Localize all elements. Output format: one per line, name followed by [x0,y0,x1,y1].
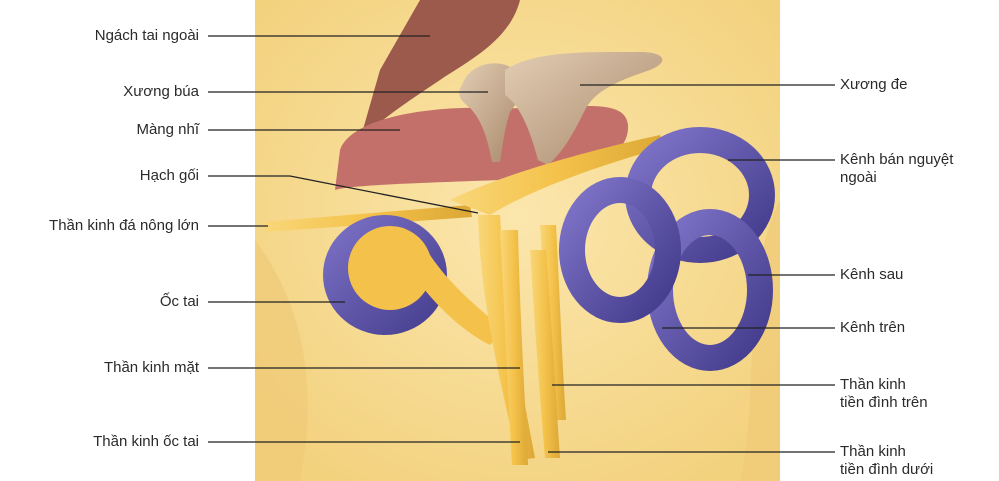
label-kenh-ban-nguyet-ngoai: Kênh bán nguyệt ngoài [840,151,953,187]
label-mang-nhi: Màng nhĩ [136,121,199,139]
label-hach-goi: Hạch gối [140,167,199,185]
label-kenh-tren-line-1: Kênh trên [840,319,905,337]
label-ngach-tai-ngoai: Ngách tai ngoài [95,27,199,45]
label-kenh-sau: Kênh sau [840,266,903,284]
label-than-kinh-tien-dinh-duoi-line-1: Thần kinh [840,443,933,461]
label-kenh-ban-nguyet-ngoai-line-2: ngoài [840,169,953,187]
label-than-kinh-tien-dinh-duoi: Thần kinh tiền đình dưới [840,443,933,479]
label-than-kinh-tien-dinh-tren: Thần kinh tiền đình trên [840,376,928,412]
label-kenh-ban-nguyet-ngoai-line-1: Kênh bán nguyệt [840,151,953,169]
label-than-kinh-mat: Thần kinh mặt [104,359,199,377]
label-xuong-de-line-1: Xương đe [840,76,907,94]
label-than-kinh-tien-dinh-duoi-line-2: tiền đình dưới [840,461,933,479]
label-kenh-tren: Kênh trên [840,319,905,337]
label-xuong-bua: Xương búa [123,83,199,101]
label-kenh-sau-line-1: Kênh sau [840,266,903,284]
label-oc-tai: Ốc tai [160,293,199,311]
label-than-kinh-tien-dinh-tren-line-2: tiền đình trên [840,394,928,412]
label-xuong-de: Xương đe [840,76,907,94]
label-than-kinh-oc-tai: Thần kinh ốc tai [93,433,199,451]
label-than-kinh-tien-dinh-tren-line-1: Thần kinh [840,376,928,394]
label-than-kinh-da-nong-lon: Thần kinh đá nông lớn [49,217,199,235]
